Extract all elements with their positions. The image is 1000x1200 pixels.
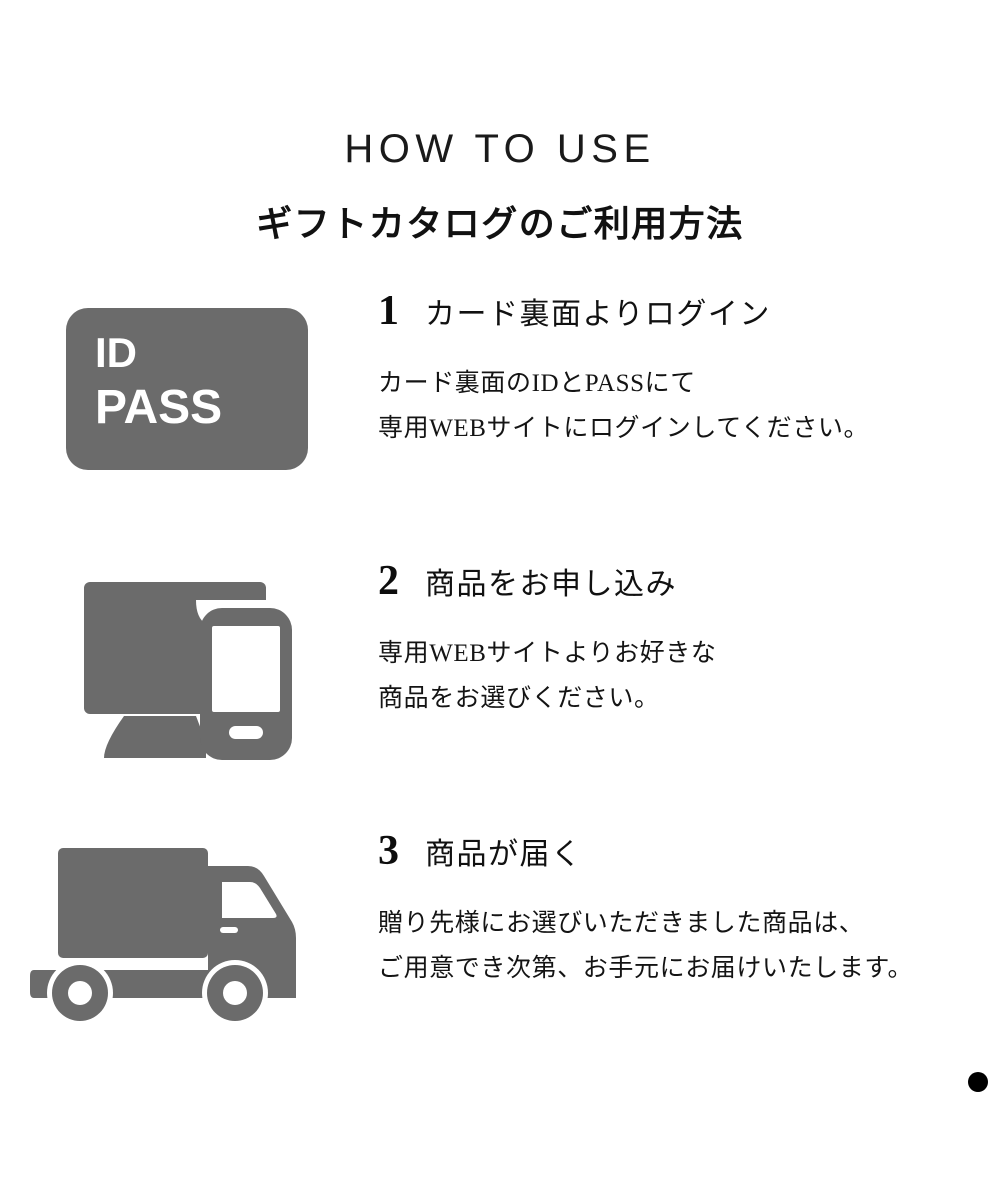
step-description: カード裏面のIDとPASSにて 専用WEBサイトにログインしてください。 xyxy=(378,332,978,451)
step-heading: 2 商品をお申し込み xyxy=(378,560,978,602)
step-item: 3 商品が届く 贈り先様にお選びいただきました商品は、 ご用意でき次第、お手元に… xyxy=(0,830,1000,1100)
how-to-use-steps: ID PASS 1 カード裏面よりログイン カード裏面のIDとPASSにて 専用… xyxy=(0,290,1000,1100)
step-body: 3 商品が届く 贈り先様にお選びいただきました商品は、 ご用意でき次第、お手元に… xyxy=(378,830,978,991)
step-number: 1 xyxy=(378,288,399,334)
step-number: 2 xyxy=(378,558,399,604)
step-description: 専用WEBサイトよりお好きな 商品をお選びください。 xyxy=(378,602,978,721)
step-heading: 3 商品が届く xyxy=(378,830,978,872)
step-description-line: 贈り先様にお選びいただきました商品は、 xyxy=(378,910,865,937)
step-body: 1 カード裏面よりログイン カード裏面のIDとPASSにて 専用WEBサイトにロ… xyxy=(378,290,978,451)
delivery-truck-icon xyxy=(0,830,350,1060)
card-id-label: ID xyxy=(95,329,137,376)
step-description-line: ご用意でき次第、お手元にお届けいたします。 xyxy=(378,954,914,982)
page-header: HOW TO USE ギフトカタログのご利用方法 xyxy=(0,127,1000,247)
step-title: 商品が届く xyxy=(425,838,583,871)
step-heading: 1 カード裏面よりログイン xyxy=(378,290,978,332)
step-title: カード裏面よりログイン xyxy=(425,298,771,331)
page-indicator-dot[interactable] xyxy=(968,1072,988,1092)
monitor-smartphone-icon xyxy=(0,560,350,790)
step-item: ID PASS 1 カード裏面よりログイン カード裏面のIDとPASSにて 専用… xyxy=(0,290,1000,560)
step-description-line: 専用WEBサイトよりお好きな xyxy=(378,640,717,667)
step-description: 贈り先様にお選びいただきました商品は、 ご用意でき次第、お手元にお届けいたします… xyxy=(378,872,978,991)
card-pass-label: PASS xyxy=(95,381,222,434)
step-description-line: カード裏面のIDとPASSにて xyxy=(378,370,696,397)
step-description-line: 専用WEBサイトにログインしてください。 xyxy=(378,414,870,442)
step-item: 2 商品をお申し込み 専用WEBサイトよりお好きな 商品をお選びください。 xyxy=(0,560,1000,830)
step-number: 3 xyxy=(378,828,399,874)
step-description-line: 商品をお選びください。 xyxy=(378,684,660,712)
step-title: 商品をお申し込み xyxy=(425,568,677,601)
page-title: ギフトカタログのご利用方法 xyxy=(256,203,744,245)
id-pass-card-icon: ID PASS xyxy=(0,290,350,520)
step-body: 2 商品をお申し込み 専用WEBサイトよりお好きな 商品をお選びください。 xyxy=(378,560,978,721)
page-eyebrow: HOW TO USE xyxy=(344,127,656,171)
